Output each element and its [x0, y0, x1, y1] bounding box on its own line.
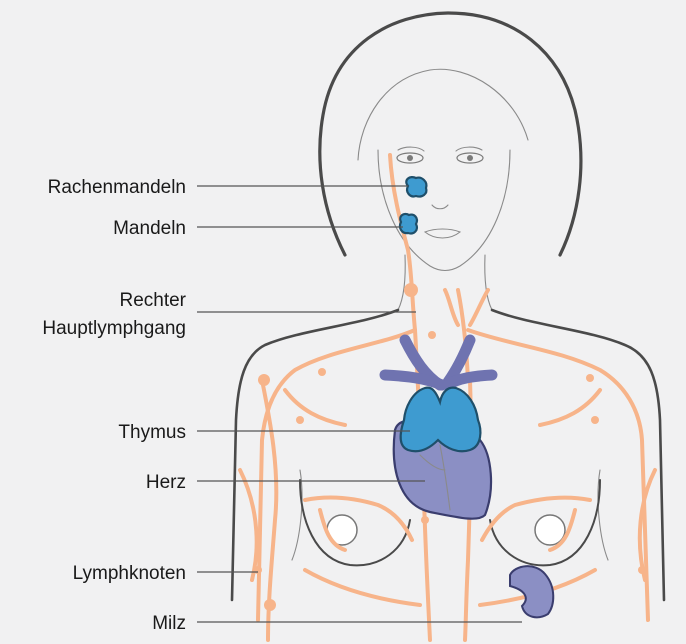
hair-inner-line: [358, 69, 528, 160]
label-milz: Milz: [152, 613, 186, 634]
rachenmandeln-organ: [406, 177, 426, 196]
neck-right: [485, 255, 492, 310]
label-mandeln: Mandeln: [113, 218, 186, 239]
label-lymphknoten: Lymphknoten: [73, 563, 186, 584]
label-herz: Herz: [146, 472, 186, 493]
label-hauptlymphgang: Hauptlymphgang: [42, 318, 186, 339]
great-vessels: [385, 340, 492, 385]
milz-organ: [510, 566, 553, 617]
label-rachenmandeln: Rachenmandeln: [48, 177, 186, 198]
thymus: [401, 388, 481, 452]
label-thymus: Thymus: [118, 422, 186, 443]
torso-outline-right: [492, 310, 664, 600]
label-rechter: Rechter: [119, 290, 186, 311]
labels: Rachenmandeln Mandeln Rechter Hauptlymph…: [42, 177, 186, 634]
hair-outline: [320, 13, 581, 255]
nipple-right: [535, 515, 565, 545]
mandeln-organ: [400, 214, 417, 233]
neck-left: [398, 255, 405, 310]
